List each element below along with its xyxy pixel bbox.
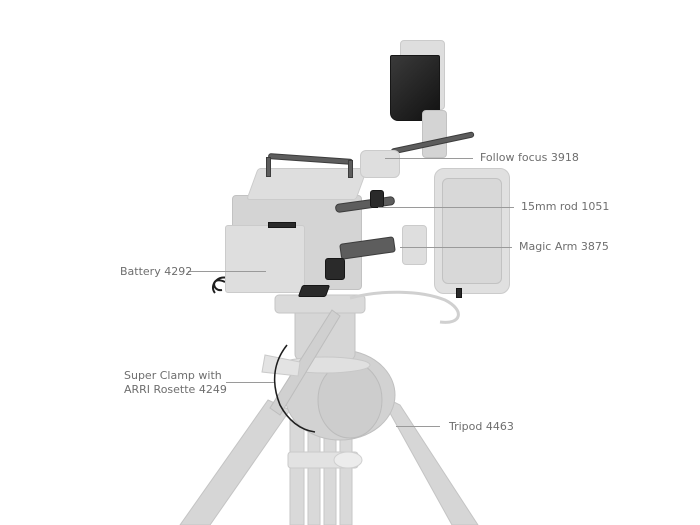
leader-tripod [396,426,440,427]
tripod-plate [297,285,331,297]
callout-15mm-rod: 15mm rod 1051 [521,200,610,213]
callout-battery: Battery 4292 [120,265,193,278]
callout-super-clamp-line1: Super Clamp with [124,369,222,382]
leader-follow-focus [385,158,473,159]
handle-post-left [266,157,271,177]
callout-follow-focus: Follow focus 3918 [480,151,579,164]
side-monitor-screen [442,178,502,284]
magic-arm-clamp [402,225,427,265]
rod-clamp [370,190,384,208]
magic-arm-base [325,258,345,280]
monitor-cable-plug [456,288,462,298]
battery-block [225,225,305,293]
leader-battery [188,271,266,272]
battery-plate-icon [268,222,296,228]
callout-magic-arm: Magic Arm 3875 [519,240,609,253]
callout-super-clamp-line2: ARRI Rosette 4249 [124,383,227,396]
monitor-sunhood [390,55,440,121]
leader-rod [378,207,514,208]
leader-magic-arm [400,247,512,248]
monitor-mount [422,110,447,158]
leader-super-clamp [226,382,274,383]
handle-post-right [348,160,353,178]
callout-tripod: Tripod 4463 [449,420,514,433]
follow-focus-unit [360,150,400,178]
